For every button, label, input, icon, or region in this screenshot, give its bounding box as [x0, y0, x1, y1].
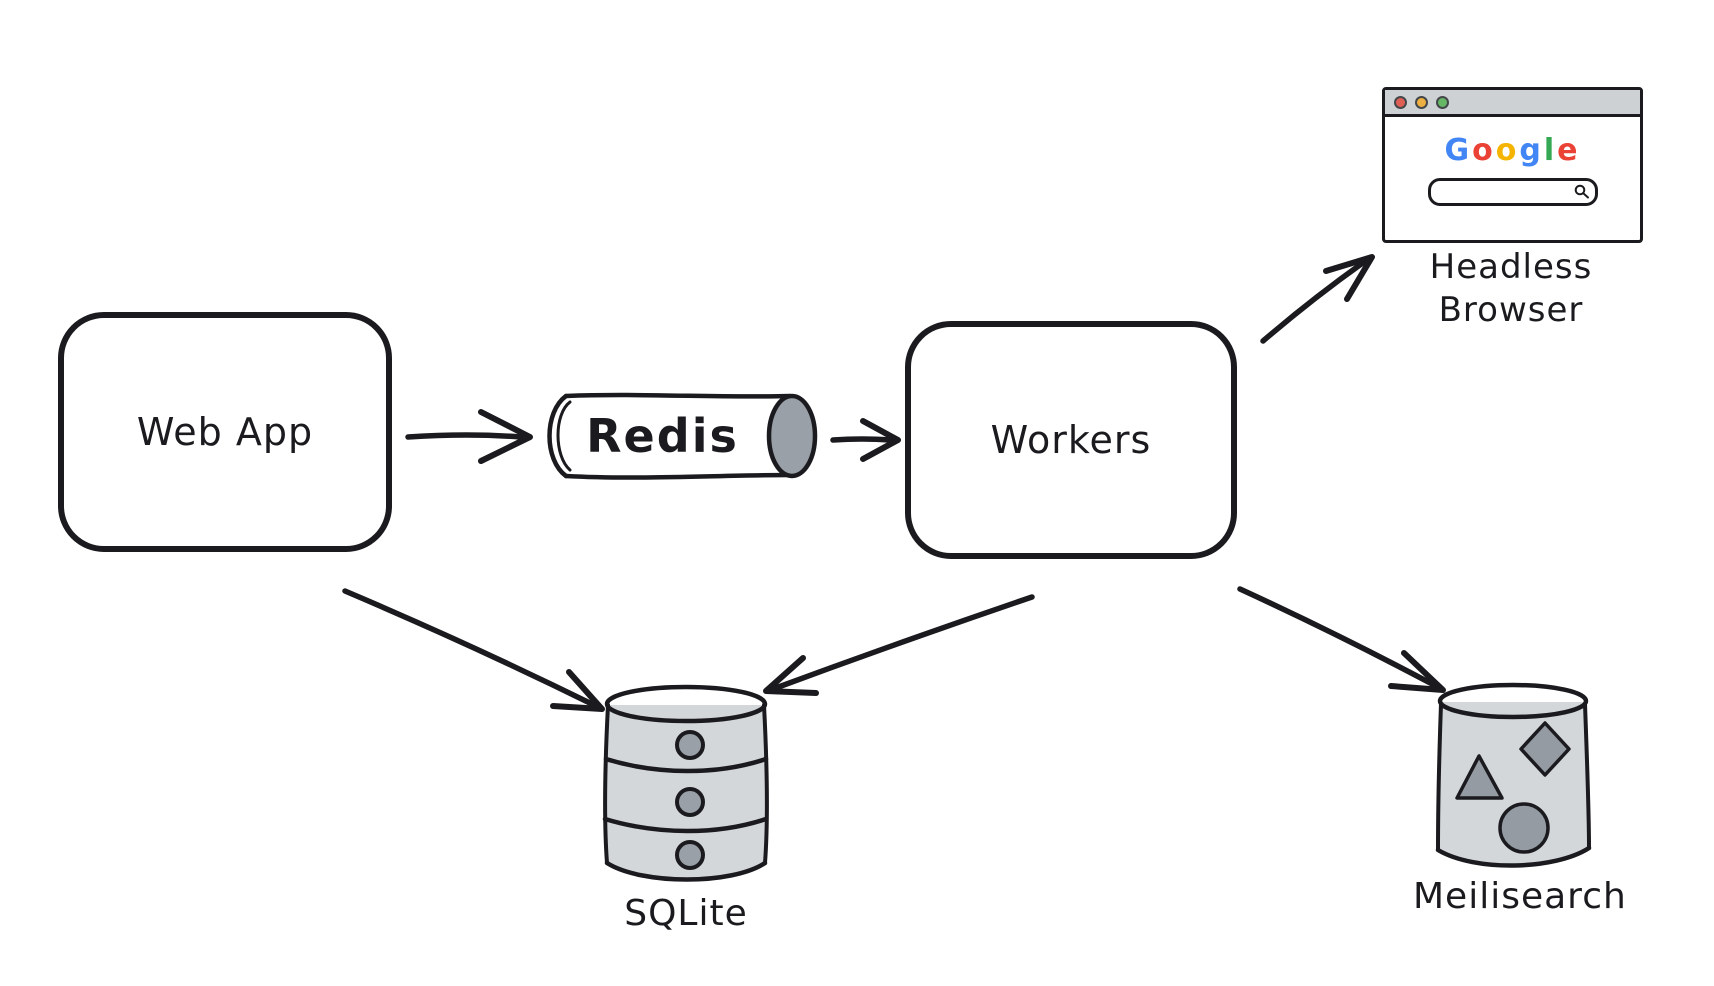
google-logo: Google [1385, 135, 1640, 167]
diamond-shape-icon [1519, 721, 1571, 777]
meilisearch-label: Meilisearch [1413, 876, 1627, 917]
sqlite-label: SQLite [624, 893, 748, 934]
logo-letter: G [1444, 133, 1473, 168]
node-meilisearch-index [1435, 682, 1592, 868]
node-workers: Workers [905, 321, 1237, 559]
logo-letter: l [1543, 133, 1558, 168]
node-headless-browser: Google [1382, 87, 1643, 243]
queue-cylinder-icon [547, 392, 818, 480]
edge-web-app-to-redis [405, 409, 533, 464]
web-app-label: Web App [136, 410, 314, 454]
search-input [1427, 178, 1598, 206]
close-dot-icon [1394, 95, 1407, 109]
edge-workers-to-meilisearch [1237, 586, 1446, 693]
minimize-dot-icon [1415, 95, 1428, 109]
search-icon [1574, 184, 1589, 199]
logo-letter: e [1557, 133, 1581, 168]
node-sqlite-database [602, 684, 769, 882]
logo-letter: g [1519, 133, 1544, 168]
logo-letter: o [1472, 133, 1496, 168]
redis-label: Redis [586, 409, 739, 463]
logo-letter: o [1495, 133, 1520, 168]
circle-shape-icon [1498, 802, 1550, 854]
edge-workers-to-headless-browser [1260, 254, 1375, 344]
headless-browser-label-line2: Browser [1438, 290, 1584, 330]
maximize-dot-icon [1436, 95, 1449, 109]
browser-page: Google [1385, 135, 1640, 206]
triangle-shape-icon [1455, 754, 1504, 800]
headless-browser-label-line1: Headless [1429, 247, 1593, 287]
edge-workers-to-sqlite [763, 594, 1035, 696]
headless-browser-label: Headless Browser [1382, 246, 1640, 332]
edge-redis-to-workers [830, 418, 901, 462]
edge-web-app-to-sqlite [342, 588, 605, 712]
node-web-app: Web App [58, 312, 392, 552]
workers-label: Workers [990, 418, 1152, 462]
node-redis-queue: Redis [540, 390, 825, 482]
browser-titlebar [1385, 90, 1640, 117]
